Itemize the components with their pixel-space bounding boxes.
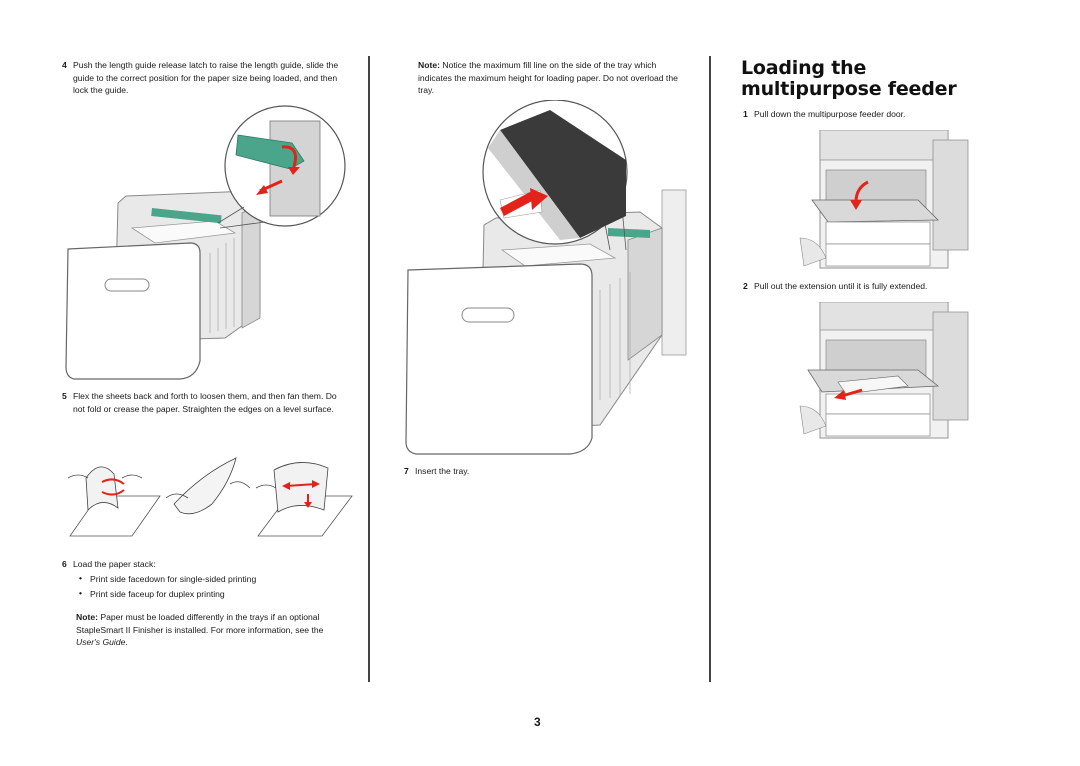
note-text: Notice the maximum fill line on the side…: [418, 60, 678, 96]
users-guide-reference: User's Guide: [76, 637, 126, 648]
flex-paper-illustration: [67, 457, 353, 537]
step-text: Pull down the multipurpose feeder door.: [754, 109, 906, 119]
step-number: 2: [743, 281, 748, 291]
note-label: Note:: [76, 612, 98, 622]
note-label: Note:: [418, 60, 440, 70]
bullet-text: Print side facedown for single-sided pri…: [90, 574, 257, 584]
step-text: Pull out the extension until it is fully…: [754, 281, 928, 291]
column-divider-left: [368, 56, 370, 682]
page-number: 3: [534, 715, 541, 729]
section-heading: Loading the multipurpose feeder: [741, 57, 957, 100]
step-number: 5: [62, 391, 67, 401]
step-text: Push the length guide release latch to r…: [73, 60, 339, 96]
tray-length-guide-illustration: [65, 105, 346, 380]
step-text: Insert the tray.: [415, 466, 470, 476]
step-text: Load the paper stack:: [73, 559, 156, 569]
mp-feeder-door-illustration: [799, 130, 969, 269]
step-number: 4: [62, 60, 67, 70]
step-text: Flex the sheets back and forth to loosen…: [73, 391, 337, 414]
step-number: 6: [62, 559, 67, 569]
note-text: Paper must be loaded differently in the …: [76, 612, 324, 635]
step-number: 1: [743, 109, 748, 119]
bullet-dot: •: [79, 588, 83, 598]
note-end: .: [125, 637, 128, 648]
note-max-fill: Note: Notice the maximum fill line on th…: [418, 59, 686, 97]
note-finisher: Note: Paper must be loaded differently i…: [76, 611, 338, 649]
tray-max-fill-illustration: [405, 100, 687, 455]
bullet-text: Print side faceup for duplex printing: [90, 589, 225, 599]
column-divider-right: [709, 56, 711, 682]
mp-feeder-extension-illustration: [799, 302, 969, 439]
bullet-dot: •: [79, 573, 83, 583]
step-number: 7: [404, 466, 409, 476]
